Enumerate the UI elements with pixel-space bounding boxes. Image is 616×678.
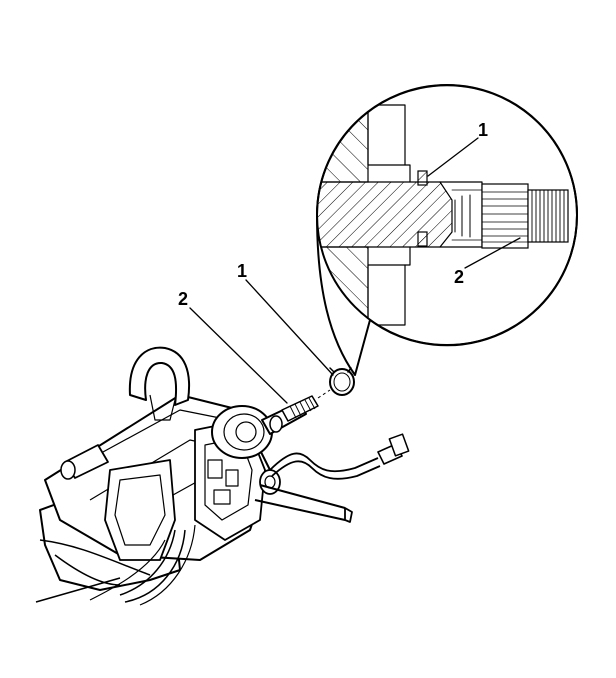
detail-leader-1 [427,137,479,177]
steering-column-assembly-icon [35,346,410,606]
detail-callout-2: 2 [454,267,464,287]
main-leader-1 [245,279,334,376]
detail-callout-1: 1 [478,120,488,140]
main-callout-2: 2 [178,289,188,309]
main-callout-1: 1 [237,261,247,281]
retaining-ring-icon [329,367,355,396]
detail-leader-2 [464,237,521,269]
detail-magnifier-icon [316,84,578,376]
main-leader-2 [189,307,288,404]
